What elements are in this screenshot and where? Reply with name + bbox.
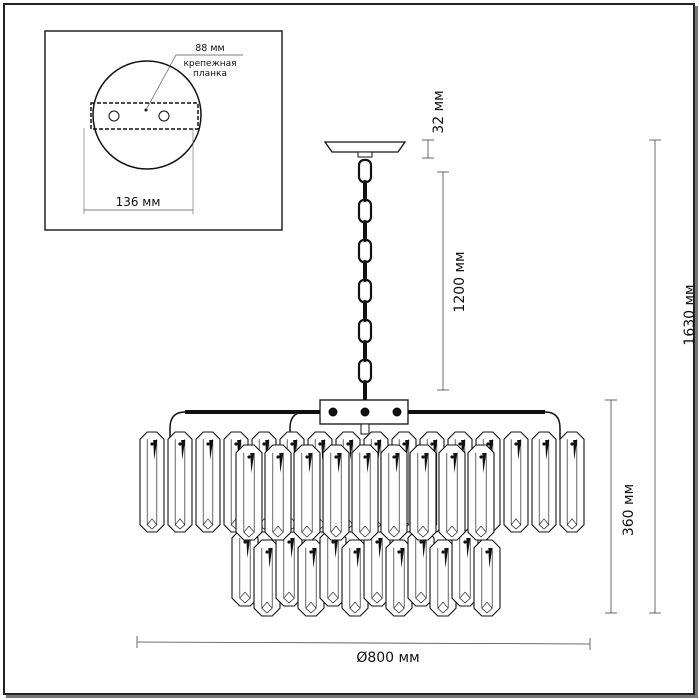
chain-link [357,358,373,384]
crystal-tiers [139,431,585,617]
total-height-label: 1630 мм [682,284,698,345]
crystal [351,444,379,541]
crystal [467,444,495,541]
mounting-plate [90,102,199,130]
chain-link [357,158,373,184]
canopy-inset: 88 мм крепежная планка 136 мм [44,30,283,231]
crystal [235,444,263,541]
chain-link [363,340,367,362]
crystal [473,539,501,617]
chain-link [357,278,373,304]
crystal [407,529,435,607]
chain-link [363,380,367,402]
crystal [253,539,281,617]
crystal [429,539,457,617]
crystal [438,444,466,541]
crystal [503,431,529,533]
plate-width-label: 88 мм [195,43,224,54]
crystal [297,539,325,617]
chain [357,158,373,402]
ceiling-canopy [323,141,407,158]
canopy-diameter-label: 136 мм [116,195,161,209]
frame-arms [169,399,561,440]
crystal [293,444,321,541]
crystal [139,431,165,533]
canopy-circle [92,60,202,170]
chain-link [357,238,373,264]
crystal [409,444,437,541]
crystal [167,431,193,533]
canopy-height-label: 32 мм [431,90,447,133]
crystal [322,444,350,541]
chain-link [363,180,367,202]
crystal [380,444,408,541]
chain-link [357,318,373,344]
chain-link [357,198,373,224]
plate-label-2: планка [193,69,227,79]
crystal [275,529,303,607]
dimension-lines [136,139,661,650]
crystal [231,529,259,607]
crystal [559,431,585,533]
leader-line [145,54,177,111]
crystal [531,431,557,533]
screw-hole-right [158,110,170,122]
crystal [195,431,221,533]
inset-border [44,30,283,231]
chain-length-label: 1200 мм [452,251,468,312]
chain-link [363,300,367,322]
chain-link [363,260,367,282]
drawing-frame [3,3,695,695]
body-height-label: 360 мм [621,484,637,536]
diameter-label: Ø800 мм [356,650,419,666]
plate-label-1: крепежная [183,59,236,69]
crystal [341,539,369,617]
crystal [264,444,292,541]
chain-link [363,220,367,242]
crystal [385,539,413,617]
screw-hole-left [108,110,120,122]
